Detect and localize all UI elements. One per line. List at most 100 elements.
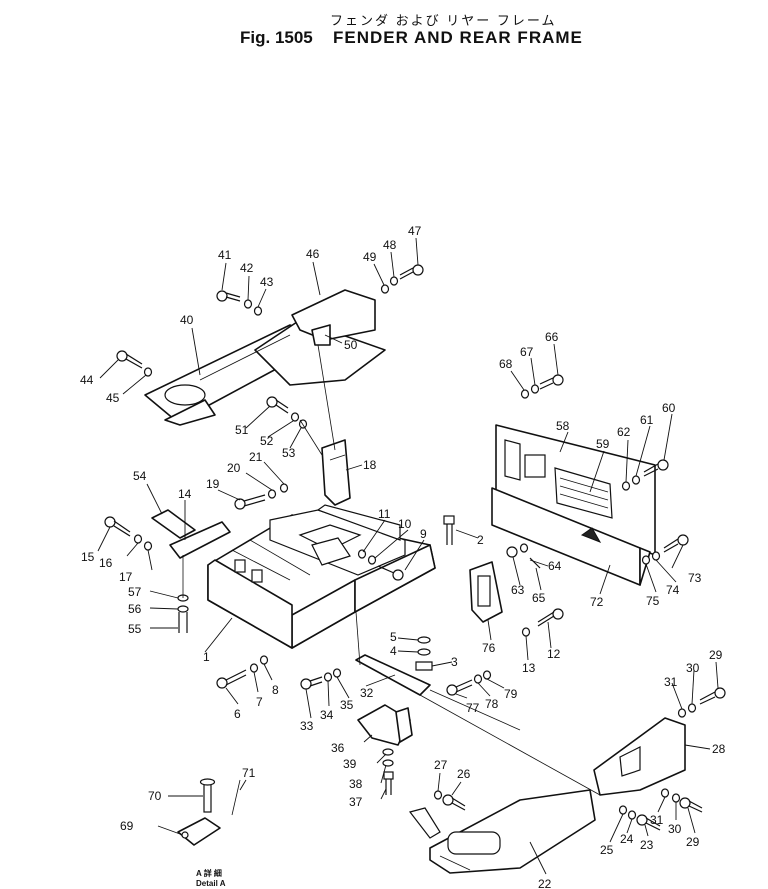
callout-39: 39 <box>343 757 357 771</box>
callout-20: 20 <box>227 461 241 475</box>
callout-45: 45 <box>106 391 120 405</box>
callout-14: 14 <box>178 487 192 501</box>
callout-75: 75 <box>646 594 660 608</box>
rear-plate-72 <box>491 487 651 586</box>
callout-11: 11 <box>378 507 391 521</box>
callout-68: 68 <box>499 357 513 371</box>
callout-78: 78 <box>485 697 499 711</box>
callout-62: 62 <box>617 425 631 439</box>
title-english: FENDER AND REAR FRAME <box>333 28 583 47</box>
callout-41: 41 <box>218 248 232 262</box>
callout-60: 60 <box>662 401 676 415</box>
callout-58: 58 <box>556 419 570 433</box>
callout-59: 59 <box>596 437 610 451</box>
callout-1: 1 <box>203 650 210 664</box>
callout-18: 18 <box>363 458 377 472</box>
callout-77: 77 <box>466 701 480 715</box>
callout-10: 10 <box>398 517 412 531</box>
detail-label-jp: A 詳 細 <box>196 869 222 878</box>
callout-4: 4 <box>390 644 397 658</box>
callout-70: 70 <box>148 789 162 803</box>
callout-35: 35 <box>340 698 354 712</box>
callout-51: 51 <box>235 423 249 437</box>
callout-26: 26 <box>457 767 471 781</box>
callout-52: 52 <box>260 434 274 448</box>
title-japanese: フェンダ および リヤー フレーム <box>330 13 557 28</box>
callout-49: 49 <box>363 250 377 264</box>
callout-19: 19 <box>206 477 220 491</box>
detail-label-en: Detail A <box>196 879 226 888</box>
fender-40 <box>144 319 386 426</box>
callout-54: 54 <box>133 469 147 483</box>
callout-9: 9 <box>420 527 427 541</box>
callout-43: 43 <box>260 275 274 289</box>
callout-numbers: 1 2 3 4 5 6 7 8 9 10 11 12 13 14 15 16 1… <box>80 224 726 889</box>
callout-21: 21 <box>249 450 263 464</box>
callout-38: 38 <box>349 777 363 791</box>
callout-44: 44 <box>80 373 94 387</box>
callout-66: 66 <box>545 330 559 344</box>
callout-30: 30 <box>686 661 700 675</box>
callout-31b: 31 <box>650 813 664 827</box>
callout-57: 57 <box>128 585 142 599</box>
callout-79: 79 <box>504 687 518 701</box>
fender-bracket-46 <box>291 289 376 346</box>
callout-2: 2 <box>477 533 484 547</box>
callout-6: 6 <box>234 707 241 721</box>
callout-15: 15 <box>81 550 95 564</box>
callout-17: 17 <box>119 570 133 584</box>
callout-67: 67 <box>520 345 534 359</box>
callout-37: 37 <box>349 795 363 809</box>
support-76 <box>469 561 503 623</box>
callout-24: 24 <box>620 832 634 846</box>
callout-23: 23 <box>640 838 654 852</box>
callout-40: 40 <box>180 313 194 327</box>
detail-a-parts <box>177 778 241 846</box>
callout-34: 34 <box>320 708 334 722</box>
callout-5: 5 <box>390 630 397 644</box>
callout-13: 13 <box>522 661 536 675</box>
callout-29b: 29 <box>686 835 700 849</box>
callout-46: 46 <box>306 247 320 261</box>
step-frame-28 <box>593 717 686 796</box>
callout-63: 63 <box>511 583 525 597</box>
callout-22: 22 <box>538 877 552 889</box>
rear-cover-58 <box>495 424 656 556</box>
callout-42: 42 <box>240 261 254 275</box>
callout-64: 64 <box>548 559 562 573</box>
callout-50: 50 <box>344 338 358 352</box>
callout-36: 36 <box>331 741 345 755</box>
callout-12: 12 <box>547 647 561 661</box>
callout-47: 47 <box>408 224 422 238</box>
callout-7: 7 <box>256 695 263 709</box>
callout-25: 25 <box>600 843 614 857</box>
callout-30b: 30 <box>668 822 682 836</box>
callout-72: 72 <box>590 595 604 609</box>
bracket-36 <box>357 704 413 746</box>
callout-74: 74 <box>666 583 680 597</box>
callout-53: 53 <box>282 446 296 460</box>
callout-3: 3 <box>451 655 458 669</box>
callout-16: 16 <box>99 556 113 570</box>
figure-number: Fig. 1505 <box>240 28 313 47</box>
callout-32: 32 <box>360 686 374 700</box>
callout-55: 55 <box>128 622 142 636</box>
callout-31: 31 <box>664 675 678 689</box>
callout-73: 73 <box>688 571 702 585</box>
callout-56: 56 <box>128 602 142 616</box>
callout-28: 28 <box>712 742 726 756</box>
bracket-32 <box>355 654 431 696</box>
callout-71: 71 <box>242 766 256 780</box>
callout-76: 76 <box>482 641 496 655</box>
assembly-lines <box>182 344 601 796</box>
step-22 <box>408 789 596 874</box>
callout-27: 27 <box>434 758 448 772</box>
callout-33: 33 <box>300 719 314 733</box>
leader-lines <box>97 237 719 875</box>
callout-69: 69 <box>120 819 134 833</box>
callout-48: 48 <box>383 238 397 252</box>
callout-8: 8 <box>272 683 279 697</box>
callout-29: 29 <box>709 648 723 662</box>
